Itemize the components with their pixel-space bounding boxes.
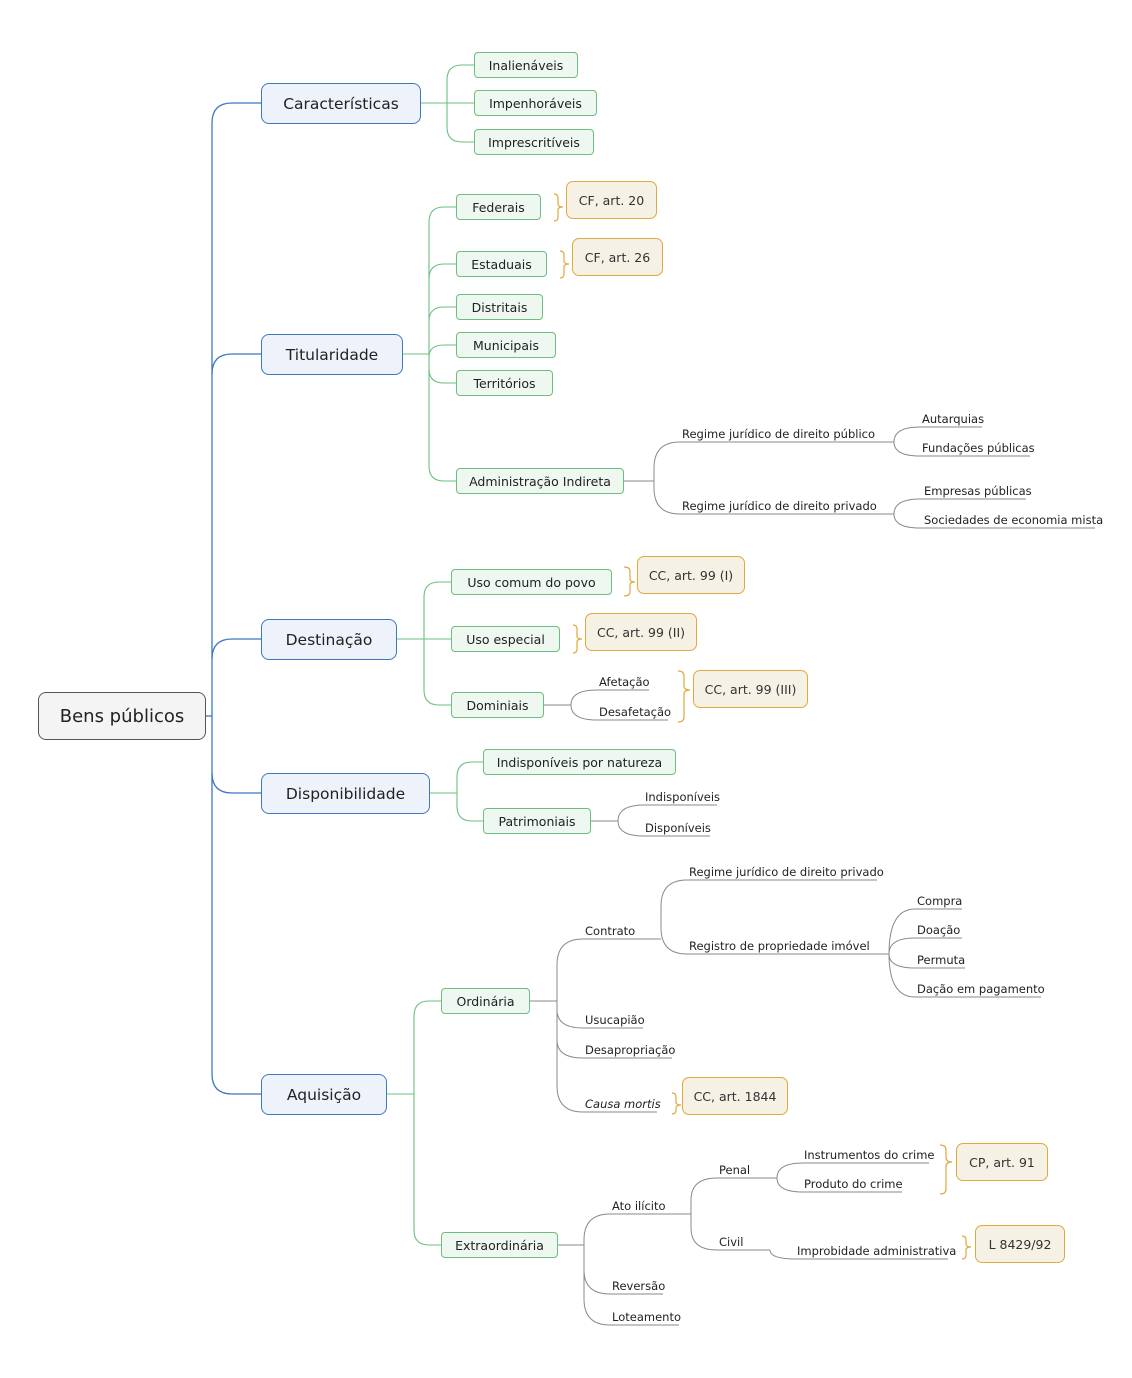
- leaf-reversao[interactable]: Reversão: [612, 1279, 666, 1293]
- leaf-regime-privado-contrato[interactable]: Regime jurídico de direito privado: [689, 865, 884, 879]
- topic-caracteristicas[interactable]: Características: [261, 83, 421, 124]
- ref-dominiais[interactable]: CC, art. 99 (III): [693, 670, 808, 708]
- leaf-produto-crime[interactable]: Produto do crime: [804, 1177, 903, 1191]
- leaf-loteamento[interactable]: Loteamento: [612, 1310, 681, 1324]
- ref-uso-comum[interactable]: CC, art. 99 (I): [637, 556, 745, 594]
- subtopic-extraordinaria[interactable]: Extraordinária: [441, 1232, 558, 1258]
- leaf-empresas-publicas[interactable]: Empresas públicas: [924, 484, 1032, 498]
- leaf-sociedades-economia-mista[interactable]: Sociedades de economia mista: [924, 513, 1104, 527]
- subtopic-uso-comum[interactable]: Uso comum do povo: [451, 569, 612, 595]
- leaf-usucapiao[interactable]: Usucapião: [585, 1013, 645, 1027]
- ref-uso-especial[interactable]: CC, art. 99 (II): [585, 613, 697, 651]
- ref-federais[interactable]: CF, art. 20: [566, 181, 657, 219]
- topic-titularidade[interactable]: Titularidade: [261, 334, 403, 375]
- subtopic-inalienaveis[interactable]: Inalienáveis: [474, 52, 578, 78]
- leaf-ato-ilicito[interactable]: Ato ilícito: [612, 1199, 666, 1213]
- leaf-indisponiveis[interactable]: Indisponíveis: [645, 790, 721, 804]
- subtopic-imprescritiveis[interactable]: Imprescritíveis: [474, 129, 594, 155]
- subtopic-estaduais[interactable]: Estaduais: [456, 251, 547, 277]
- subtopic-federais[interactable]: Federais: [456, 194, 541, 220]
- leaf-regime-publico[interactable]: Regime jurídico de direito público: [682, 427, 876, 441]
- leaf-instrumentos-crime[interactable]: Instrumentos do crime: [804, 1148, 935, 1162]
- leaf-causa-mortis[interactable]: Causa mortis: [585, 1097, 661, 1111]
- subtopic-patrimoniais[interactable]: Patrimoniais: [483, 808, 591, 834]
- subtopic-impenhoraveis[interactable]: Impenhoráveis: [474, 90, 597, 116]
- leaf-fundacoes-publicas[interactable]: Fundações públicas: [922, 441, 1035, 455]
- leaf-desapropriacao[interactable]: Desapropriação: [585, 1043, 676, 1057]
- leaf-contrato[interactable]: Contrato: [585, 924, 636, 938]
- leaf-disponiveis[interactable]: Disponíveis: [645, 821, 711, 835]
- subtopic-municipais[interactable]: Municipais: [456, 332, 556, 358]
- ref-causa-mortis[interactable]: CC, art. 1844: [682, 1077, 788, 1115]
- subtopic-administracao-indireta[interactable]: Administração Indireta: [456, 468, 624, 494]
- leaf-dacao-pagamento[interactable]: Dação em pagamento: [917, 982, 1045, 996]
- subtopic-territorios[interactable]: Territórios: [456, 370, 553, 396]
- subtopic-uso-especial[interactable]: Uso especial: [451, 626, 560, 652]
- topic-aquisicao[interactable]: Aquisição: [261, 1074, 387, 1115]
- ref-estaduais[interactable]: CF, art. 26: [572, 238, 663, 276]
- leaf-doacao[interactable]: Doação: [917, 923, 961, 937]
- ref-penal[interactable]: CP, art. 91: [956, 1143, 1048, 1181]
- leaf-afetacao[interactable]: Afetação: [599, 675, 650, 689]
- subtopic-indisponiveis-natureza[interactable]: Indisponíveis por natureza: [483, 749, 676, 775]
- topic-destinacao[interactable]: Destinação: [261, 619, 397, 660]
- ref-improbidade[interactable]: L 8429/92: [975, 1225, 1065, 1263]
- leaf-improbidade[interactable]: Improbidade administrativa: [797, 1244, 957, 1258]
- subtopic-ordinaria[interactable]: Ordinária: [441, 988, 530, 1014]
- subtopic-dominiais[interactable]: Dominiais: [451, 692, 544, 718]
- leaf-autarquias[interactable]: Autarquias: [922, 412, 985, 426]
- subtopic-distritais[interactable]: Distritais: [456, 294, 543, 320]
- leaf-registro-propriedade[interactable]: Registro de propriedade imóvel: [689, 939, 870, 953]
- leaf-permuta[interactable]: Permuta: [917, 953, 966, 967]
- leaf-compra[interactable]: Compra: [917, 894, 963, 908]
- leaf-regime-privado[interactable]: Regime jurídico de direito privado: [682, 499, 877, 513]
- leaf-civil[interactable]: Civil: [719, 1235, 744, 1249]
- root-topic[interactable]: Bens públicos: [38, 692, 206, 740]
- leaf-desafetacao[interactable]: Desafetação: [599, 705, 672, 719]
- topic-disponibilidade[interactable]: Disponibilidade: [261, 773, 430, 814]
- leaf-penal[interactable]: Penal: [719, 1163, 751, 1177]
